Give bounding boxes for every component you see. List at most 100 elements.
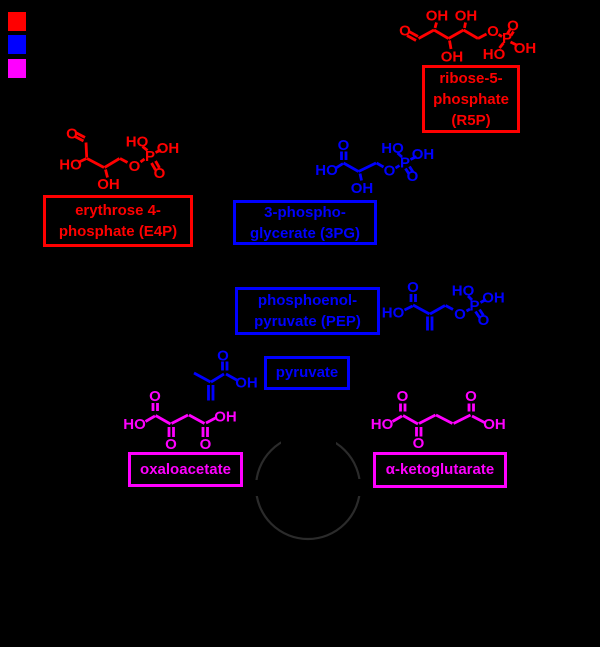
bond-line: [429, 304, 446, 316]
bond-line: [103, 157, 121, 169]
atom-label: O: [397, 388, 409, 405]
atom-label: OH: [483, 416, 506, 433]
bond-line: [375, 161, 385, 169]
bond-line: [406, 34, 417, 42]
atom-label: O: [154, 165, 166, 182]
atom-label: HO: [315, 162, 338, 179]
label-box-phosphoenolpyruvate: phosphoenol- pyruvate (PEP): [235, 287, 380, 335]
bond-line: [509, 30, 515, 37]
bond-line: [154, 414, 172, 426]
bond-line: [86, 157, 105, 169]
molecule-pyruvate: O OH: [193, 348, 258, 401]
cycle-gap-mask-right: [355, 479, 367, 496]
atom-label: HO: [59, 157, 82, 174]
bond-line: [141, 145, 149, 152]
legend-swatch-blue: [8, 35, 26, 54]
atom-label: HO: [452, 283, 475, 300]
atom-label: O: [217, 348, 229, 365]
label-line: phosphate: [433, 90, 509, 108]
atom-label: O: [149, 388, 161, 405]
bond-line: [479, 298, 487, 304]
atom-label: OH: [351, 180, 374, 197]
label-line: glycerate (3PG): [249, 224, 361, 242]
label-box-ribose-5-phosphate: ribose-5- phosphate (R5P): [422, 65, 520, 133]
label-box-alpha-ketoglutarate: α-ketoglutarate: [373, 452, 507, 488]
label-line: phosphate (E4P): [58, 223, 178, 240]
atom-label: HO: [381, 140, 404, 157]
label-line: pyruvate (PEP): [254, 313, 361, 330]
bond-line: [150, 162, 157, 171]
bond-line: [144, 414, 156, 423]
bond-line: [435, 413, 454, 425]
bond-line: [139, 157, 146, 164]
bond-line: [452, 413, 472, 425]
bond-line: [335, 162, 344, 170]
label-line: (R5P): [451, 111, 491, 129]
atom-label: HO: [371, 416, 394, 433]
bond-line: [463, 22, 467, 29]
bond-line: [465, 307, 471, 313]
atom-label: O: [413, 435, 425, 452]
bond-line: [498, 42, 505, 49]
atom-label: OH: [426, 8, 449, 25]
bond-line: [474, 310, 481, 319]
atom-label: O: [454, 306, 466, 323]
atom-label: HO: [483, 46, 506, 63]
bond-line: [75, 131, 86, 139]
atom-label: OH: [157, 140, 180, 157]
atom-label: P: [400, 155, 410, 172]
atom-label: OH: [482, 290, 505, 307]
bond-line: [447, 28, 465, 40]
atom-label: HO: [382, 305, 405, 322]
bond-line: [188, 413, 206, 425]
atom-label: O: [465, 388, 477, 405]
bond-line: [193, 371, 212, 384]
bond-line: [402, 414, 419, 426]
atom-label: OH: [441, 49, 464, 66]
bond-line: [74, 135, 85, 143]
bond-line: [84, 142, 89, 158]
label-box-erythrose-4-phosphate: erythrose 4- phosphate (E4P): [43, 195, 193, 247]
label-line: pyruvate: [275, 364, 339, 381]
legend-swatch-red: [8, 12, 26, 31]
bond-line: [417, 28, 435, 40]
bond-line: [462, 28, 479, 40]
atom-label: O: [478, 312, 490, 329]
bond-line: [210, 372, 225, 384]
atom-label: HO: [123, 416, 146, 433]
atom-label: O: [338, 137, 350, 154]
atom-label: P: [502, 30, 512, 47]
atom-label: O: [165, 436, 177, 453]
atom-label: O: [200, 436, 212, 453]
atom-label: O: [66, 126, 78, 143]
atom-label: OH: [235, 375, 258, 392]
bond-line: [418, 413, 437, 425]
label-line: ribose-5-: [439, 69, 503, 87]
bond-line: [104, 169, 109, 178]
bond-line: [357, 161, 377, 173]
bond-line: [408, 30, 419, 38]
bond-line: [433, 28, 450, 40]
bond-line: [478, 308, 485, 317]
atom-label: O: [384, 163, 396, 180]
label-line: phosphoenol-: [257, 292, 358, 309]
atom-label: O: [129, 158, 141, 175]
bond-line: [170, 413, 189, 425]
bond-line: [225, 372, 240, 383]
label-line: oxaloacetate: [140, 461, 231, 478]
atom-label: O: [407, 168, 419, 185]
citric-acid-cycle-circle: [254, 433, 362, 541]
atom-label: O: [407, 279, 419, 296]
atom-label: O: [507, 18, 519, 35]
bond-line: [467, 295, 473, 301]
bond-line: [154, 148, 162, 154]
bond-line: [205, 416, 218, 425]
bond-line: [404, 167, 411, 175]
bond-line: [408, 165, 415, 173]
atom-label: P: [145, 148, 155, 165]
cycle-gap-mask-left: [246, 480, 258, 496]
